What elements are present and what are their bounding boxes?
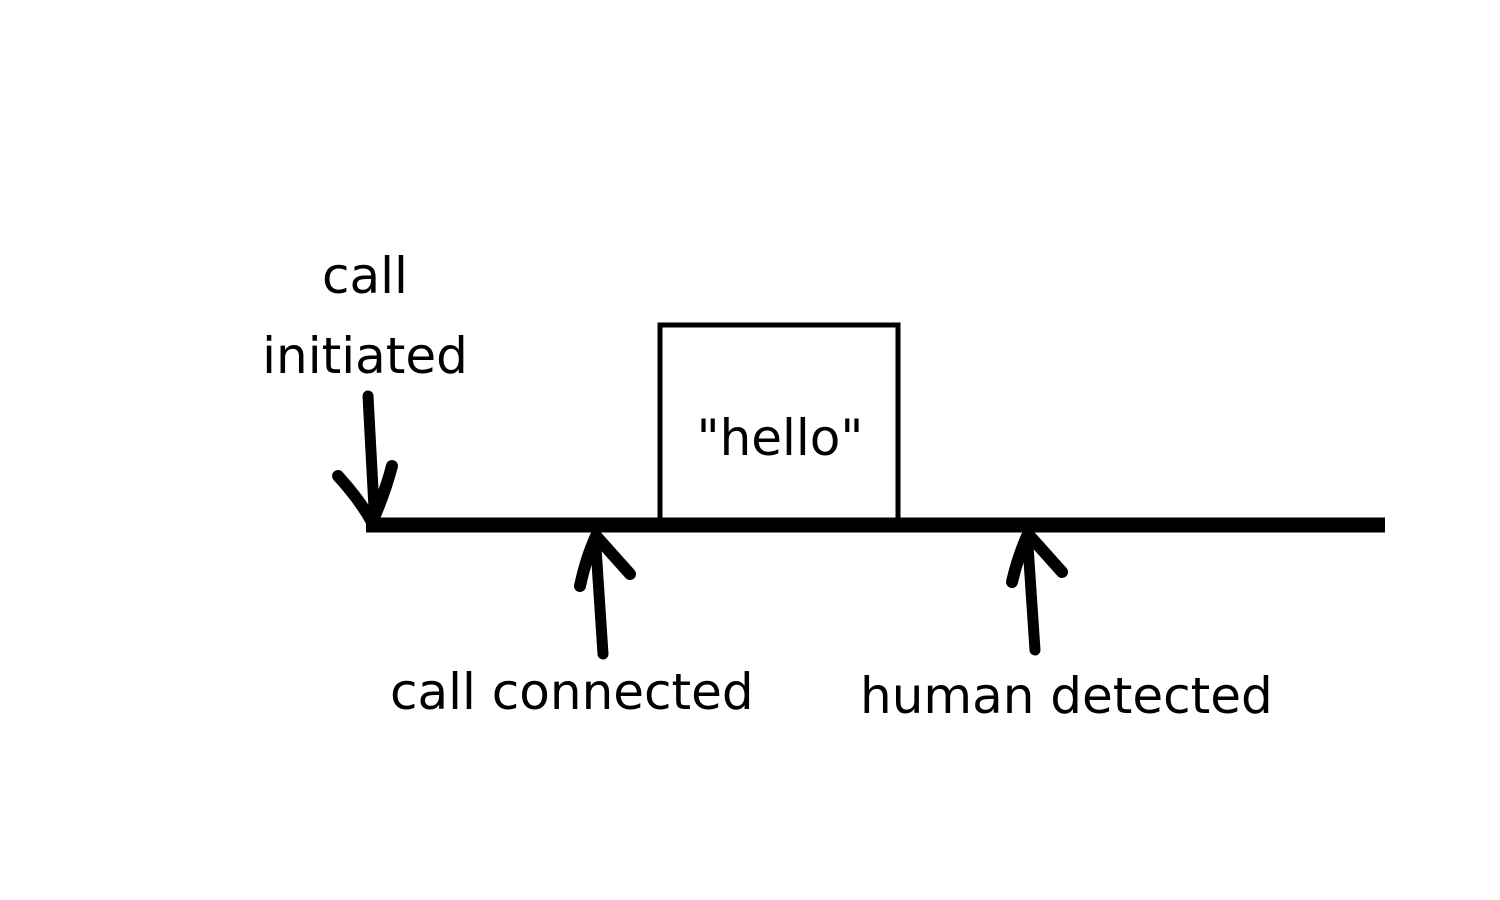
call-initiated-label-line1: call [322,247,408,305]
call-initiated-arrow [332,390,398,528]
human-detected-arrow [1006,528,1068,656]
call-connected-arrow [574,530,636,660]
hello-speech-label: "hello" [696,409,864,467]
call-connected-label: call connected [390,663,754,721]
human-detected-label: human detected [860,667,1273,725]
call-initiated-label-line2: initiated [262,327,468,385]
call-initiated-label: call initiated [250,236,480,396]
